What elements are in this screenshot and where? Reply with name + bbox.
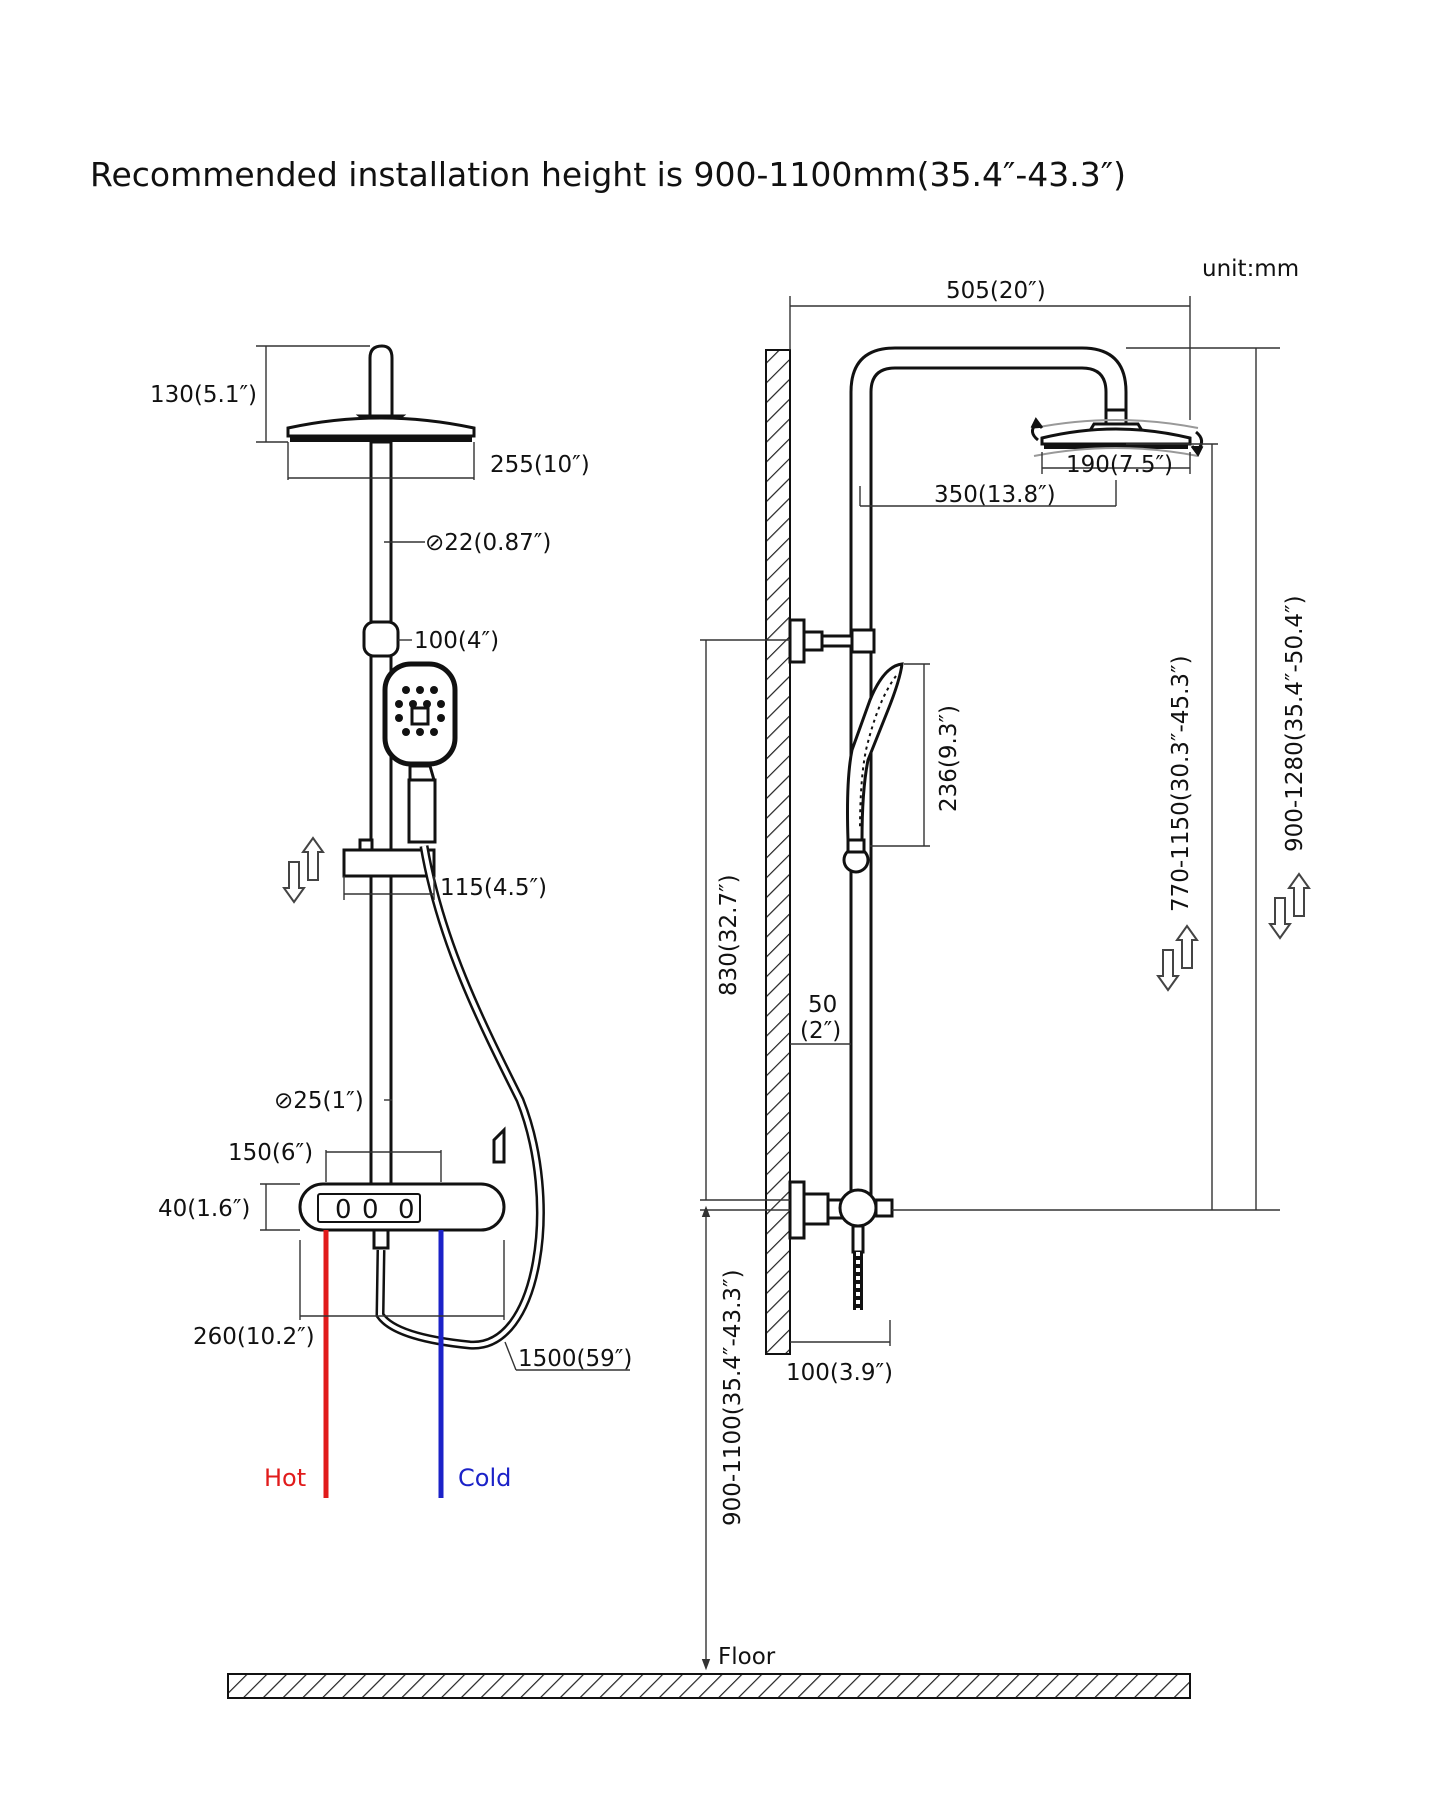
unit-label: unit:mm bbox=[1202, 256, 1299, 282]
dim-valve-depth: 100(3.9″) bbox=[786, 1360, 893, 1386]
adjust-arrows-side-icon bbox=[1156, 872, 1311, 992]
dim-hand-shower-length: 236(9.3″) bbox=[936, 705, 962, 812]
wall-hatch bbox=[765, 349, 791, 1355]
adjust-arrows-front-icon bbox=[282, 836, 325, 904]
dim-inlet-spacing: 150(6″) bbox=[228, 1140, 313, 1166]
dim-hose-length: 1500(59″) bbox=[518, 1346, 632, 1372]
svg-text:0: 0 bbox=[335, 1195, 352, 1225]
dim-hand-shower-width: 100(4″) bbox=[414, 628, 499, 654]
rain-shower-head bbox=[286, 344, 476, 442]
dim-bracket-to-valve: 830(32.7″) bbox=[716, 874, 742, 996]
dim-adjustable-height: 770-1150(30.3″-45.3″) bbox=[1168, 655, 1194, 912]
dim-valve-width: 260(10.2″) bbox=[193, 1324, 315, 1350]
front-view: 0 0 0 Hot Cold bbox=[150, 344, 632, 1498]
hand-shower-front bbox=[382, 661, 458, 844]
dim-install-height: 900-1100(35.4″-43.3″) bbox=[720, 1269, 746, 1526]
mixing-valve-front: 0 0 0 bbox=[298, 1182, 506, 1232]
svg-text:0: 0 bbox=[398, 1195, 415, 1225]
wall-bracket-front bbox=[362, 620, 400, 658]
floor-hatch bbox=[227, 1673, 1191, 1699]
svg-text:0: 0 bbox=[362, 1195, 379, 1225]
dim-head-size: 190(7.5″) bbox=[1066, 452, 1173, 478]
dim-wall-offset-mm: 50 bbox=[808, 992, 837, 1018]
dim-slider-width: 115(4.5″) bbox=[440, 875, 547, 901]
hot-label: Hot bbox=[264, 1464, 306, 1492]
mixing-valve-side bbox=[788, 1180, 894, 1310]
dim-head-height: 130(5.1″) bbox=[150, 382, 257, 408]
title-text: Recommended installation height is 900-1… bbox=[90, 155, 1126, 194]
dim-head-offset: 350(13.8″) bbox=[934, 482, 1056, 508]
upper-pipe bbox=[369, 440, 393, 624]
floor-label: Floor bbox=[718, 1644, 776, 1670]
lower-pipe bbox=[369, 874, 393, 1200]
rain-head-side bbox=[1033, 408, 1199, 457]
dim-arm-length: 505(20″) bbox=[946, 278, 1046, 304]
dim-total-height: 900-1280(35.4″-50.4″) bbox=[1282, 595, 1308, 852]
dim-valve-height: 40(1.6″) bbox=[158, 1196, 250, 1222]
dim-head-diameter: 255(10″) bbox=[490, 452, 590, 478]
dim-wall-offset-in: (2″) bbox=[800, 1018, 841, 1044]
hand-shower-side bbox=[842, 662, 904, 874]
slider-front bbox=[342, 848, 436, 878]
cold-label: Cold bbox=[458, 1464, 511, 1492]
side-view: Floor bbox=[227, 278, 1311, 1699]
dim-upper-pipe-diameter: ⊘22(0.87″) bbox=[425, 530, 551, 556]
dim-lower-pipe-diameter: ⊘25(1″) bbox=[274, 1088, 364, 1114]
wall-bracket-side bbox=[788, 618, 876, 664]
rotate-arrows-icon bbox=[1030, 417, 1204, 457]
